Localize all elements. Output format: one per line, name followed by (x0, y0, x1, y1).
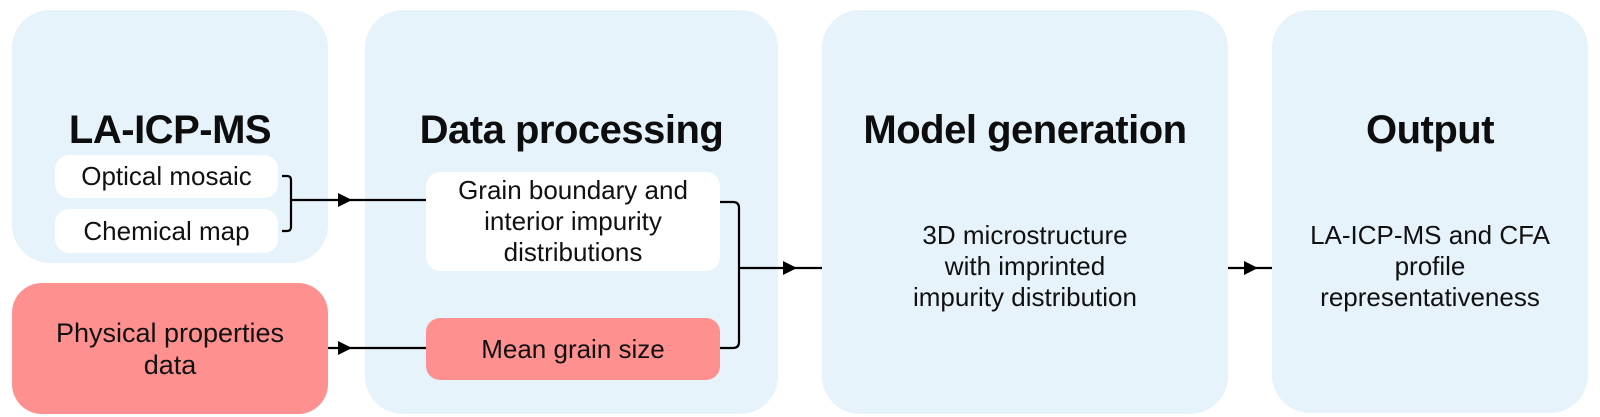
grain-distributions-box: Grain boundary and interior impurity dis… (426, 172, 720, 271)
panel-title-model-generation: Model generation (863, 108, 1187, 152)
chemical-map-box: Chemical map (55, 209, 278, 253)
panel-model-generation: Model generation 3D microstructure with … (822, 10, 1228, 414)
mean-grain-size-box: Mean grain size (426, 318, 720, 380)
panel-title-output: Output (1365, 108, 1495, 152)
panel-title-la-icp-ms: LA-ICP-MS (68, 108, 272, 152)
model-generation-description: 3D microstructure with imprinted impurit… (913, 220, 1137, 312)
chemical-map-label: Chemical map (83, 215, 250, 246)
optical-mosaic-label: Optical mosaic (81, 161, 252, 191)
optical-mosaic-box: Optical mosaic (55, 155, 278, 198)
output-description: LA-ICP-MS and CFA profile representative… (1310, 220, 1550, 312)
arrowhead-icon (783, 261, 797, 275)
arrowhead-icon (338, 193, 352, 207)
arrowhead-icon (338, 341, 352, 355)
arrowhead-icon (1244, 261, 1258, 275)
physical-properties-label: Physical properties data (55, 317, 285, 380)
panel-output: Output LA-ICP-MS and CFA profile represe… (1272, 10, 1588, 413)
mean-grain-size-label: Mean grain size (481, 333, 665, 364)
panel-data-processing: Data processing Grain boundary and inter… (365, 10, 778, 414)
physical-properties-box: Physical properties data (12, 283, 328, 414)
panel-title-data-processing: Data processing (419, 108, 724, 152)
panel-la-icp-ms: LA-ICP-MS Optical mosaic Chemical map (12, 10, 328, 263)
grain-distributions-label: Grain boundary and interior impurity dis… (458, 175, 688, 267)
